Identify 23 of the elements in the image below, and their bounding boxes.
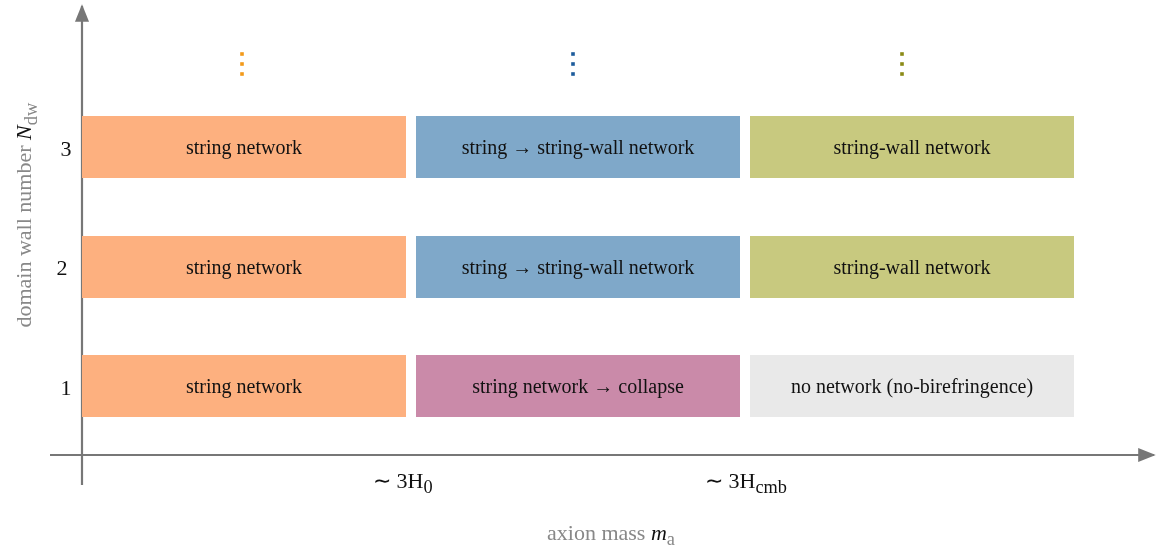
string-wall-box xyxy=(750,116,1074,178)
region-label: string-wall network xyxy=(833,135,991,159)
collapse-box xyxy=(416,355,740,417)
axis-title: axion mass m$_{a}$ xyxy=(547,520,675,547)
tick-label: ∼ 3H$_{cmb}$ xyxy=(705,468,787,499)
string-network-box xyxy=(82,116,406,178)
transition-box xyxy=(416,116,740,178)
string-network-box xyxy=(82,355,406,417)
tick-label: 2 xyxy=(56,255,68,281)
region-label: string network → collapse xyxy=(472,374,684,398)
region-label: string → string-wall network xyxy=(461,255,695,279)
region-label: string-wall network xyxy=(833,255,991,279)
region-label: string network xyxy=(185,135,303,159)
region-label: no network (no-birefringence) xyxy=(790,374,1034,398)
region-label: string → string-wall network xyxy=(461,135,695,159)
string-wall-box xyxy=(750,236,1074,298)
region-label: string network xyxy=(185,374,303,398)
tick-label: 3 xyxy=(60,136,72,162)
tick-label: 1 xyxy=(60,375,72,401)
transition-box xyxy=(416,236,740,298)
region-label: string network xyxy=(185,255,303,279)
tick-label: ∼ 3H$_{0}$ xyxy=(373,468,433,499)
string-network-box xyxy=(82,236,406,298)
